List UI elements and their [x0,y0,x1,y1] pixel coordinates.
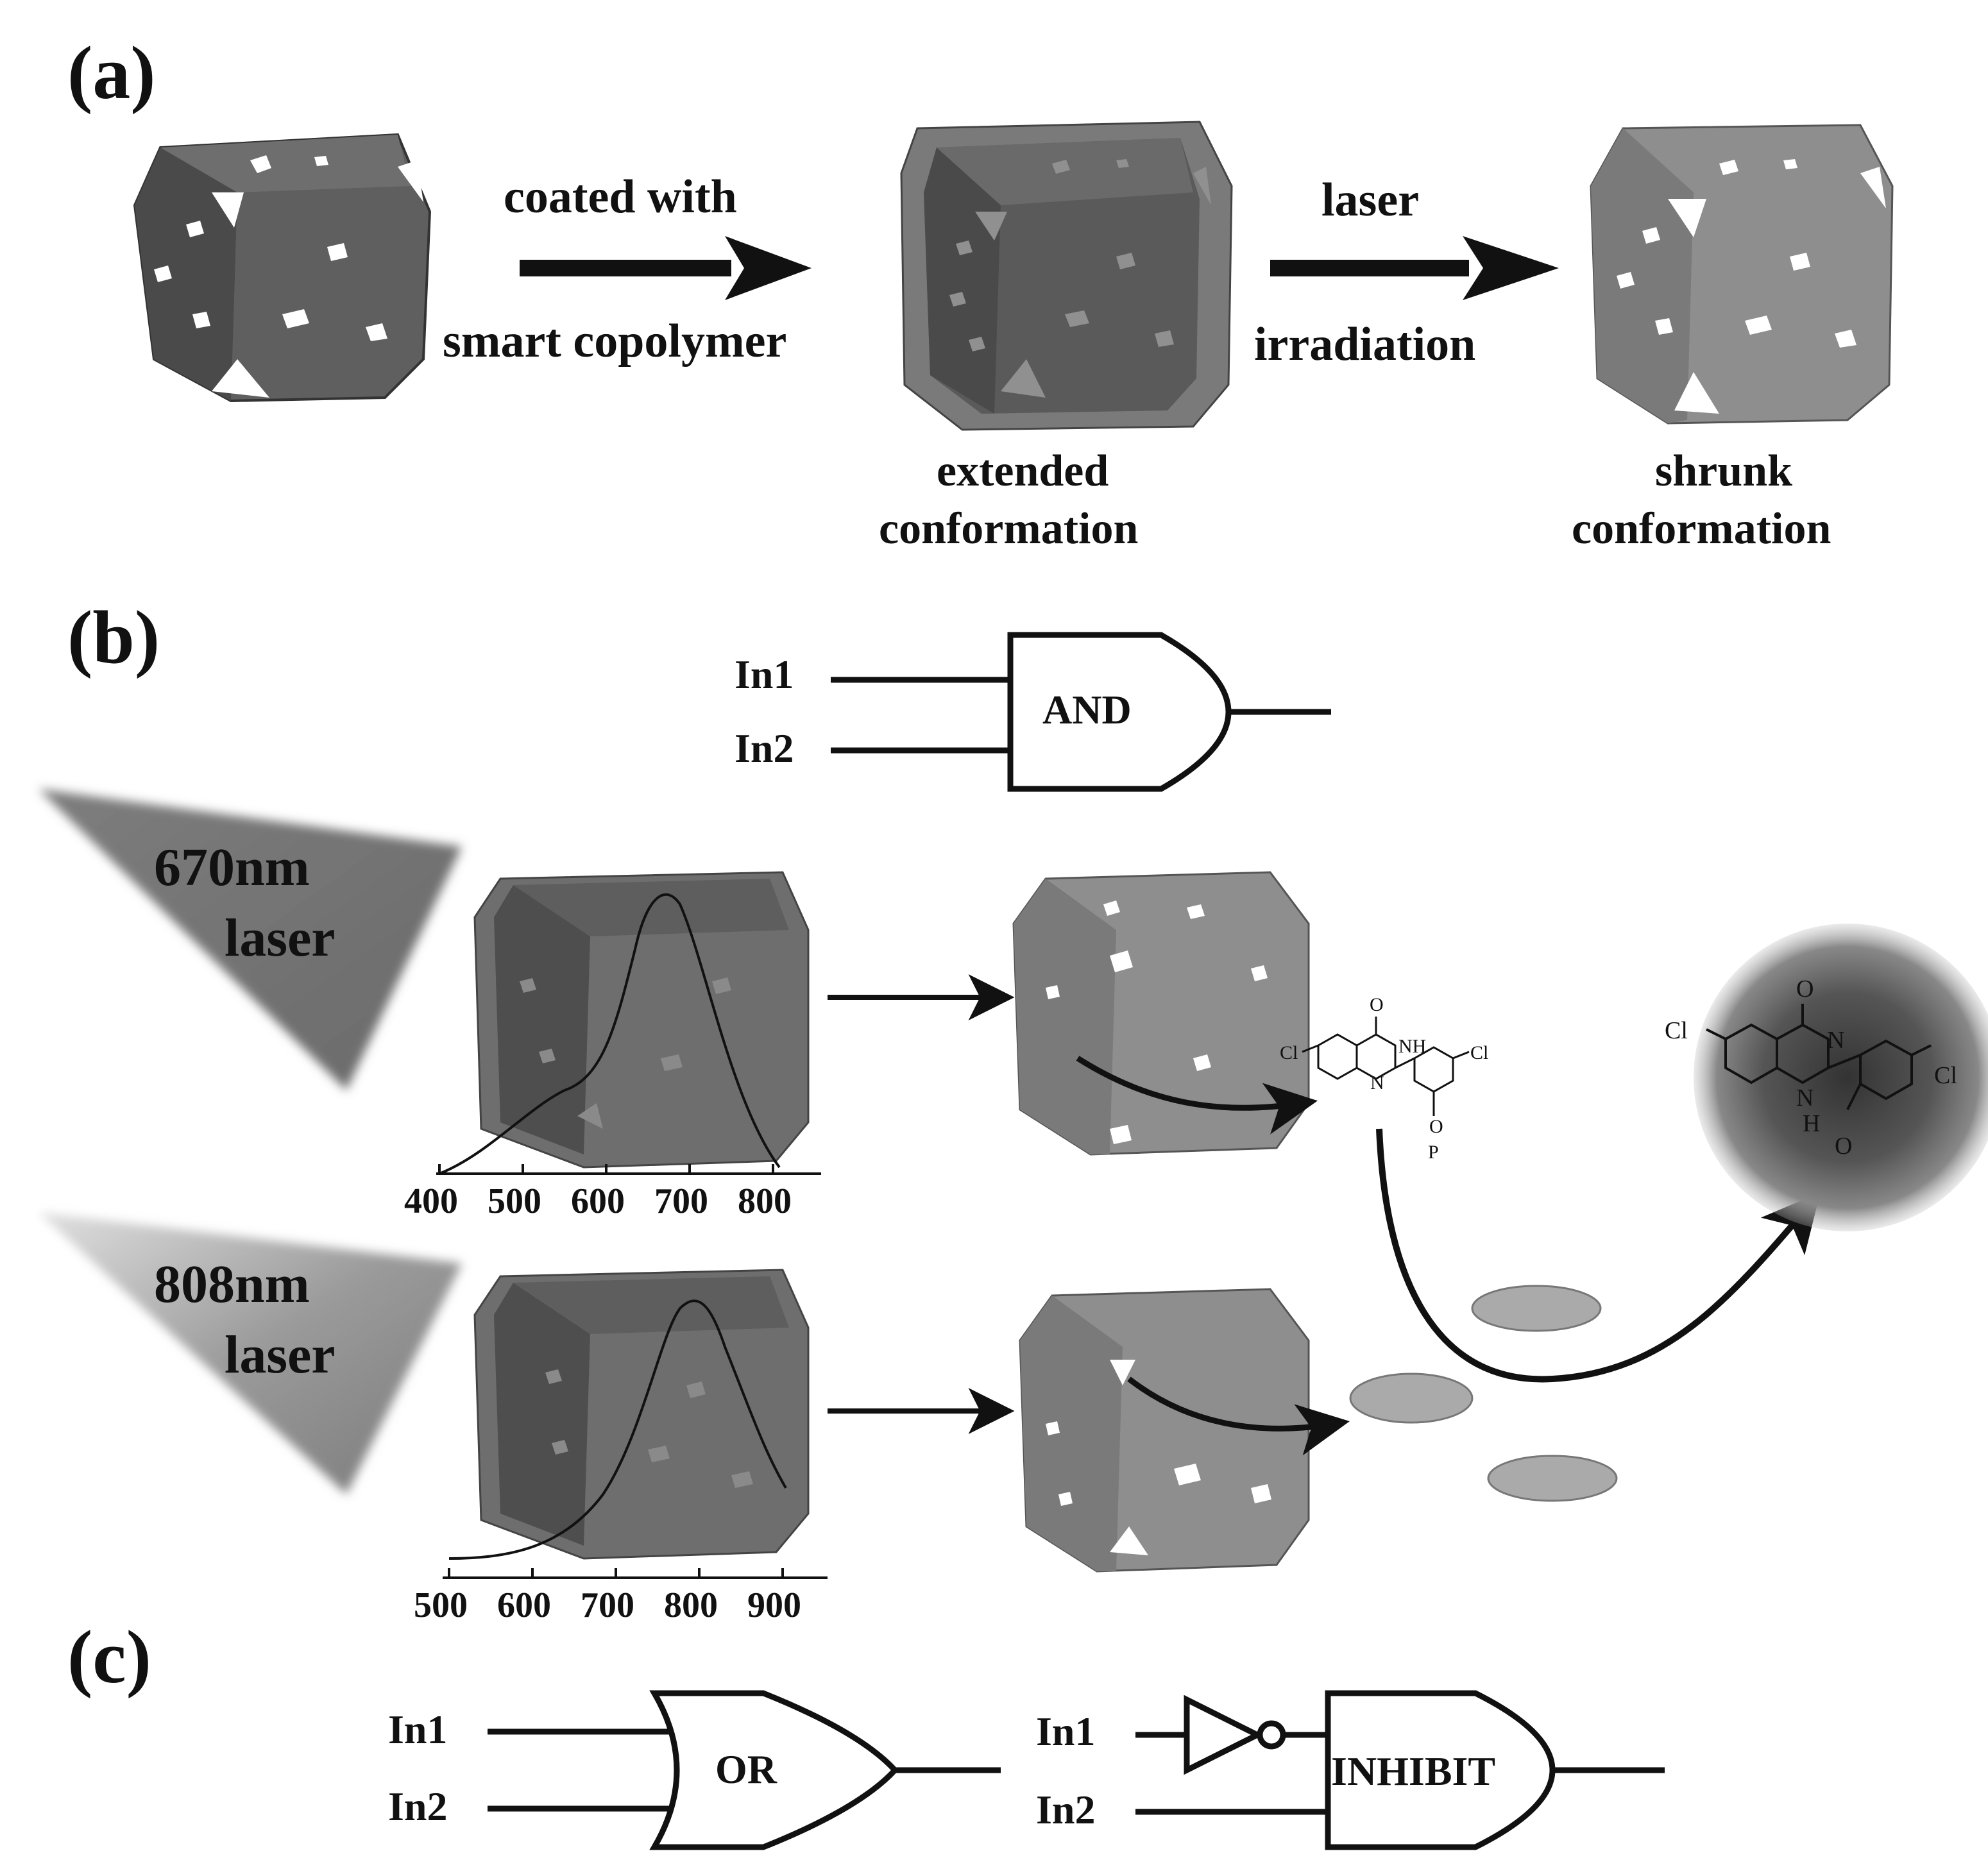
spectrum1-tick: 700 [654,1181,708,1221]
atom-label-p: P [1428,1142,1439,1163]
enzyme-activation-arrow [1376,1128,1821,1383]
release-arrow-808 [1127,1376,1350,1456]
laser-670-line1: 670nm [154,838,310,897]
spectrum-670 [436,893,821,1175]
arrow-coating [520,236,811,300]
atom-label-h: H [1803,1110,1821,1137]
spectrum1-tick: 500 [488,1181,541,1221]
fluorescent-product-glow [1694,924,1988,1231]
arrow-irradiation [1270,236,1559,300]
shrunk-label-1: shrunk [1655,446,1793,496]
atom-label-cl: Cl [1934,1062,1957,1089]
enzyme-protein [1349,1285,1618,1502]
spectrum2-tick: 900 [747,1585,801,1625]
atom-label-cl: Cl [1665,1017,1688,1044]
spectrum1-tick: 400 [404,1181,458,1221]
panel-c-label: (c) [67,1615,151,1699]
release-arrow-670 [1076,1056,1318,1135]
extended-label-2: conformation [879,504,1139,553]
spectrum1-tick: 600 [571,1181,625,1221]
spectrum2-tick: 500 [414,1585,468,1625]
spectrum2-tick: 800 [664,1585,718,1625]
panel-b-label: (b) [67,595,160,679]
arrow2-top-label: laser [1321,174,1420,226]
product-molecule [1706,1004,1932,1110]
inhibit-gate-label: INHIBIT [1331,1748,1496,1794]
atom-label-n: N [1827,1027,1845,1054]
coated-cube-shrunk [1590,124,1894,425]
laser-808-line2: laser [225,1325,336,1385]
atom-label-cl: Cl [1280,1042,1298,1063]
atom-label-nh: NH [1398,1036,1427,1057]
arrow2-bottom-label: irradiation [1254,318,1476,371]
and-in2-label: In2 [735,725,794,771]
laser-670-line2: laser [225,908,336,968]
spectrum-808 [443,1299,828,1579]
atom-label-o: O [1429,1116,1443,1137]
spectrum1-tick: 800 [738,1181,792,1221]
arrow1-top-label: coated with [504,171,737,223]
atom-label-n: N [1796,1085,1814,1111]
spectrum2-tick: 700 [581,1585,634,1625]
panel-a-label: (a) [67,31,156,115]
laser-beam-808 [38,1212,462,1494]
shrunk-cube-808 [1019,1288,1310,1573]
atom-label-o: O [1370,994,1384,1015]
spectrum2-tick: 600 [497,1585,551,1625]
coated-cube-808 [473,1269,810,1560]
extended-label-1: extended [937,446,1109,496]
laser-808-line1: 808nm [154,1255,310,1314]
and-in1-label: In1 [735,652,794,697]
coated-cube-extended [900,121,1233,431]
or-gate [488,1690,1001,1850]
or-in2-label: In2 [388,1784,448,1829]
shrunk-label-2: conformation [1572,504,1831,553]
and-gate [831,632,1331,792]
inhibit-in2-label: In2 [1036,1787,1096,1832]
shrunk-cube-670 [1012,871,1310,1156]
atom-label-n: N [1370,1072,1384,1094]
or-gate-label: OR [715,1746,777,1792]
and-gate-label: AND [1042,687,1132,732]
atom-label-o: O [1796,976,1814,1002]
coated-cube-670 [473,871,810,1169]
arrow1-bottom-label: smart copolymer [443,315,787,367]
inhibit-gate [1135,1690,1665,1850]
inhibit-in1-label: In1 [1036,1709,1096,1754]
laser-beam-670 [38,789,462,1090]
atom-label-cl: Cl [1470,1042,1489,1063]
bare-cube [133,133,432,403]
substrate-molecule [1302,1017,1470,1116]
atom-label-o: O [1835,1133,1853,1160]
or-in1-label: In1 [388,1707,448,1752]
